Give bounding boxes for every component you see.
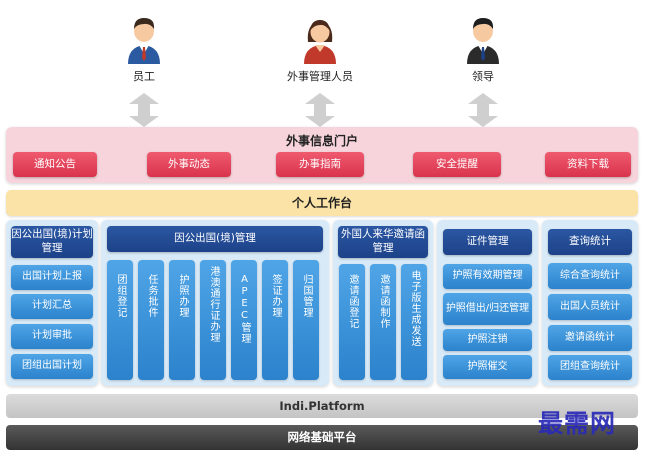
module-item[interactable]: 邀请函制作 bbox=[370, 264, 396, 380]
watermark-logo: 最需网 bbox=[538, 409, 617, 438]
module-item-label: 护照办理 bbox=[177, 274, 188, 318]
module-item-label: 签证办理 bbox=[270, 274, 281, 318]
module-item[interactable]: 归国管理 bbox=[293, 260, 319, 380]
module-trip-title[interactable]: 因公出国(境)管理 bbox=[107, 226, 323, 252]
module-item[interactable]: 护照催交 bbox=[443, 355, 532, 379]
module-item-label: 电子版生成发送 bbox=[409, 270, 420, 347]
male-user-icon bbox=[467, 18, 499, 64]
module-invite-title[interactable]: 外国人来华邀请函管理 bbox=[338, 226, 428, 258]
module-item-label: 任务批件 bbox=[146, 274, 157, 318]
module-item[interactable]: 计划审批 bbox=[11, 324, 93, 349]
portal-button-news[interactable]: 外事动态 bbox=[147, 152, 231, 177]
module-cert: 证件管理 护照有效期管理 护照借出/归还管理 护照注销 护照催交 bbox=[437, 220, 538, 386]
module-item[interactable]: 邀请函登记 bbox=[339, 264, 365, 380]
module-item[interactable]: 邀请函统计 bbox=[548, 325, 632, 351]
user-leader: 领导 bbox=[428, 14, 538, 84]
indi-platform-bar: Indi.Platform bbox=[6, 394, 638, 418]
module-item[interactable]: 港澳通行证办理 bbox=[200, 260, 226, 380]
module-plan: 因公出国(境)计划管理 出国计划上报 计划汇总 计划审批 团组出国计划 bbox=[6, 220, 98, 386]
module-invite: 外国人来华邀请函管理 邀请函登记 邀请函制作 电子版生成发送 bbox=[333, 220, 433, 386]
module-item[interactable]: 出国人员统计 bbox=[548, 294, 632, 320]
double-arrow-icon bbox=[468, 93, 498, 127]
module-cert-title[interactable]: 证件管理 bbox=[443, 229, 532, 255]
portal-button-notice[interactable]: 通知公告 bbox=[13, 152, 97, 177]
portal-button-safety[interactable]: 安全提醒 bbox=[413, 152, 501, 177]
module-item[interactable]: 团组出国计划 bbox=[11, 354, 93, 379]
network-platform-bar: 网络基础平台 bbox=[6, 425, 638, 450]
user-label: 外事管理人员 bbox=[287, 70, 353, 83]
personal-workbench[interactable]: 个人工作台 bbox=[6, 190, 638, 216]
module-item[interactable]: 护照借出/归还管理 bbox=[443, 293, 532, 325]
module-plan-title[interactable]: 因公出国(境)计划管理 bbox=[11, 226, 93, 258]
module-item[interactable]: 签证办理 bbox=[262, 260, 288, 380]
module-item-label: 港澳通行证办理 bbox=[208, 266, 219, 343]
module-item[interactable]: 护照办理 bbox=[169, 260, 195, 380]
module-item[interactable]: 电子版生成发送 bbox=[401, 264, 427, 380]
module-item-label: 团组登记 bbox=[115, 274, 126, 318]
module-trip: 因公出国(境)管理 团组登记 任务批件 护照办理 港澳通行证办理 APEC管理 … bbox=[101, 220, 329, 386]
double-arrow-icon bbox=[305, 93, 335, 127]
user-label: 员工 bbox=[133, 70, 155, 83]
male-user-icon bbox=[128, 18, 160, 64]
module-item[interactable]: 计划汇总 bbox=[11, 294, 93, 319]
user-employee: 员工 bbox=[89, 14, 199, 84]
module-item[interactable]: 护照有效期管理 bbox=[443, 264, 532, 289]
female-user-icon bbox=[304, 20, 336, 64]
module-item-label: 邀请函登记 bbox=[347, 274, 358, 329]
module-item[interactable]: 团组登记 bbox=[107, 260, 133, 380]
module-stats: 查询统计 综合查询统计 出国人员统计 邀请函统计 团组查询统计 bbox=[542, 220, 638, 386]
user-admin: 外事管理人员 bbox=[265, 14, 375, 84]
user-label: 领导 bbox=[472, 70, 494, 83]
portal-button-download[interactable]: 资料下载 bbox=[545, 152, 631, 177]
module-item-label: 邀请函制作 bbox=[378, 274, 389, 329]
module-item[interactable]: 任务批件 bbox=[138, 260, 164, 380]
module-item[interactable]: 护照注销 bbox=[443, 329, 532, 351]
module-item-label: APEC管理 bbox=[239, 274, 250, 344]
portal-button-guide[interactable]: 办事指南 bbox=[276, 152, 364, 177]
module-item[interactable]: 综合查询统计 bbox=[548, 263, 632, 289]
double-arrow-icon bbox=[129, 93, 159, 127]
module-item-label: 归国管理 bbox=[301, 274, 312, 318]
module-item[interactable]: 出国计划上报 bbox=[11, 265, 93, 290]
portal-title: 外事信息门户 bbox=[285, 134, 358, 148]
module-item[interactable]: 团组查询统计 bbox=[548, 355, 632, 380]
module-stats-title[interactable]: 查询统计 bbox=[548, 229, 632, 255]
info-portal: 外事信息门户 通知公告 外事动态 办事指南 安全提醒 资料下载 bbox=[6, 127, 638, 183]
module-item[interactable]: APEC管理 bbox=[231, 260, 257, 380]
